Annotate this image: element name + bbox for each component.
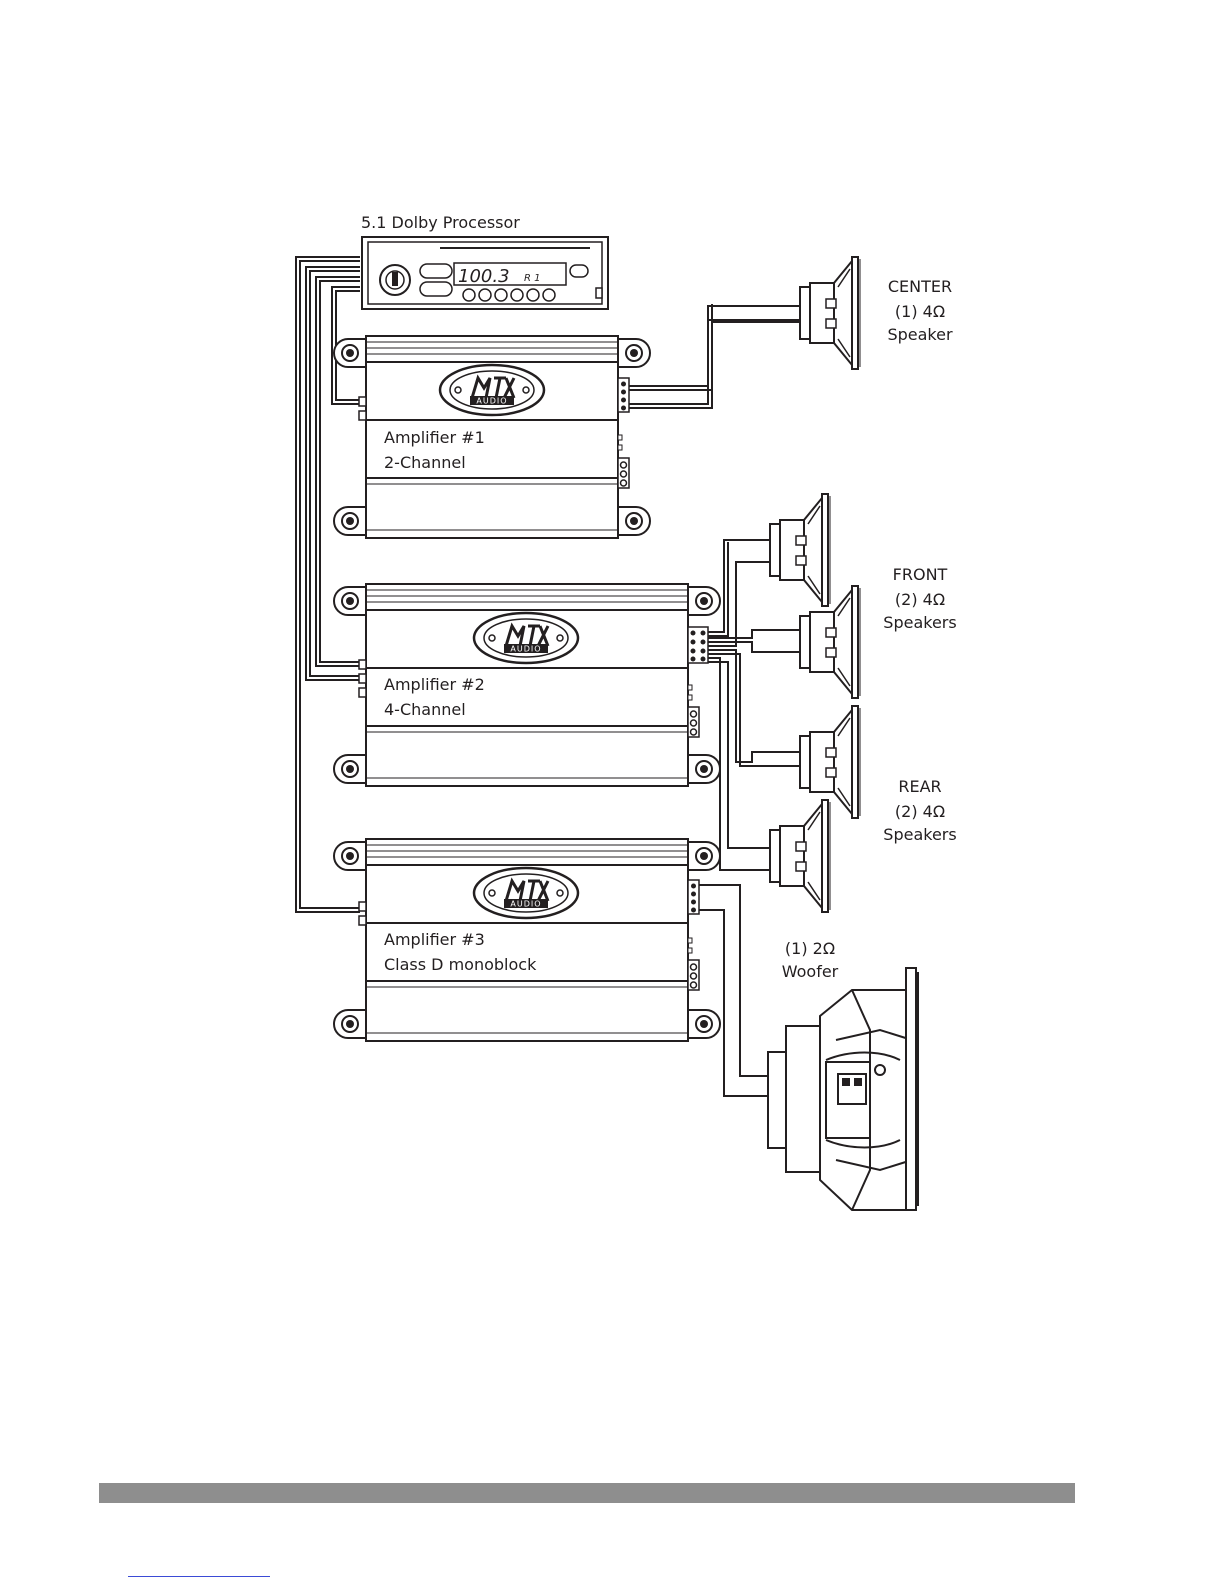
center-kind: Speaker: [887, 325, 953, 344]
rear-speaker-right: [770, 800, 830, 912]
amplifier-3-type: Class D monoblock: [384, 955, 537, 974]
center-spec: (1) 4Ω: [895, 302, 945, 321]
front-speaker-left: [770, 494, 830, 606]
amplifier-1: [334, 336, 650, 538]
rear-kind: Speakers: [883, 825, 956, 844]
center-label: CENTER: [888, 277, 952, 296]
front-spec: (2) 4Ω: [895, 590, 945, 609]
front-kind: Speakers: [883, 613, 956, 632]
rear-speaker-left: [800, 706, 860, 818]
center-speaker: [800, 257, 860, 369]
amplifier-3-name: Amplifier #3: [384, 930, 485, 949]
woofer-kind: Woofer: [782, 962, 839, 981]
footer-link-underline: [128, 1576, 270, 1577]
processor-title: 5.1 Dolby Processor: [361, 213, 520, 232]
footer-bar: [99, 1483, 1075, 1503]
amplifier-1-type: 2-Channel: [384, 453, 466, 472]
amplifier-2-type: 4-Channel: [384, 700, 466, 719]
rear-spec: (2) 4Ω: [895, 802, 945, 821]
front-label: FRONT: [893, 565, 948, 584]
woofer-spec: (1) 2Ω: [785, 939, 835, 958]
woofer: [768, 968, 918, 1210]
dolby-processor: 100.3 R 1: [362, 237, 608, 309]
display-band: R 1: [524, 273, 541, 284]
display-frequency: 100.3: [458, 266, 510, 287]
amplifier-1-name: Amplifier #1: [384, 428, 485, 447]
rear-label: REAR: [898, 777, 941, 796]
amplifier-2-name: Amplifier #2: [384, 675, 485, 694]
